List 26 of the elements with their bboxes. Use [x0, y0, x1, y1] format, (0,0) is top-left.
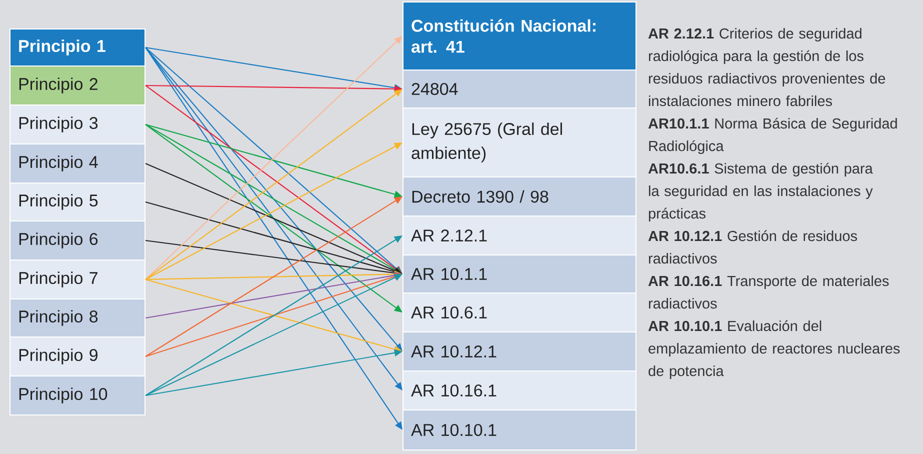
heading-box: Principio 1 [10, 28, 146, 66]
list-box: AR 10.1.1 [402, 254, 636, 294]
list-box: Principio 5 [10, 182, 146, 222]
note-text: AR 10.16.1 Transporte de materiales radiactivos [648, 275, 889, 309]
note-text: AR 2.12.1 Criterios de seguridad radiológica para la gestión de los residuos radiactivos provenientes de instalaciones minero fabriles [648, 28, 886, 106]
list-box: AR 2.12.1 [402, 216, 636, 256]
list-box: AR 10.16.1 [402, 370, 636, 410]
note-text: AR 10.10.1 Evaluación del emplazamiento de reactores nucleares de potencia [648, 320, 900, 379]
list-box: Ley 25675 (Gral del ambiente) [402, 108, 636, 178]
list-box: Principio 8 [10, 298, 146, 338]
note-text: AR10.1.1 Norma Básica de Seguridad Radiológica [648, 118, 897, 154]
list-box: AR 10.10.1 [402, 409, 636, 450]
note-text: AR 10.12.1 Gestión de residuos radiactivos [648, 230, 857, 264]
list-box: Principio 3 [10, 104, 146, 144]
list-box: Decreto 1390 / 98 [402, 176, 636, 216]
note-text: AR10.6.1 Sistema de gestión para la seguridad en las instalaciones y prácticas [648, 162, 873, 222]
list-box: Principio 7 [10, 260, 146, 300]
list-box: Principio 10 [10, 375, 146, 416]
list-box: Principio 9 [10, 336, 146, 376]
list-box: Principio 6 [10, 220, 146, 260]
list-box: Principio 2 [10, 66, 146, 106]
list-box: 24804 [402, 70, 636, 108]
list-box: AR 10.6.1 [402, 292, 636, 332]
list-box: AR 10.12.1 [402, 331, 636, 372]
list-box: Principio 4 [10, 143, 146, 184]
heading-box: Constitución Nacional: art. 41 [402, 2, 636, 70]
